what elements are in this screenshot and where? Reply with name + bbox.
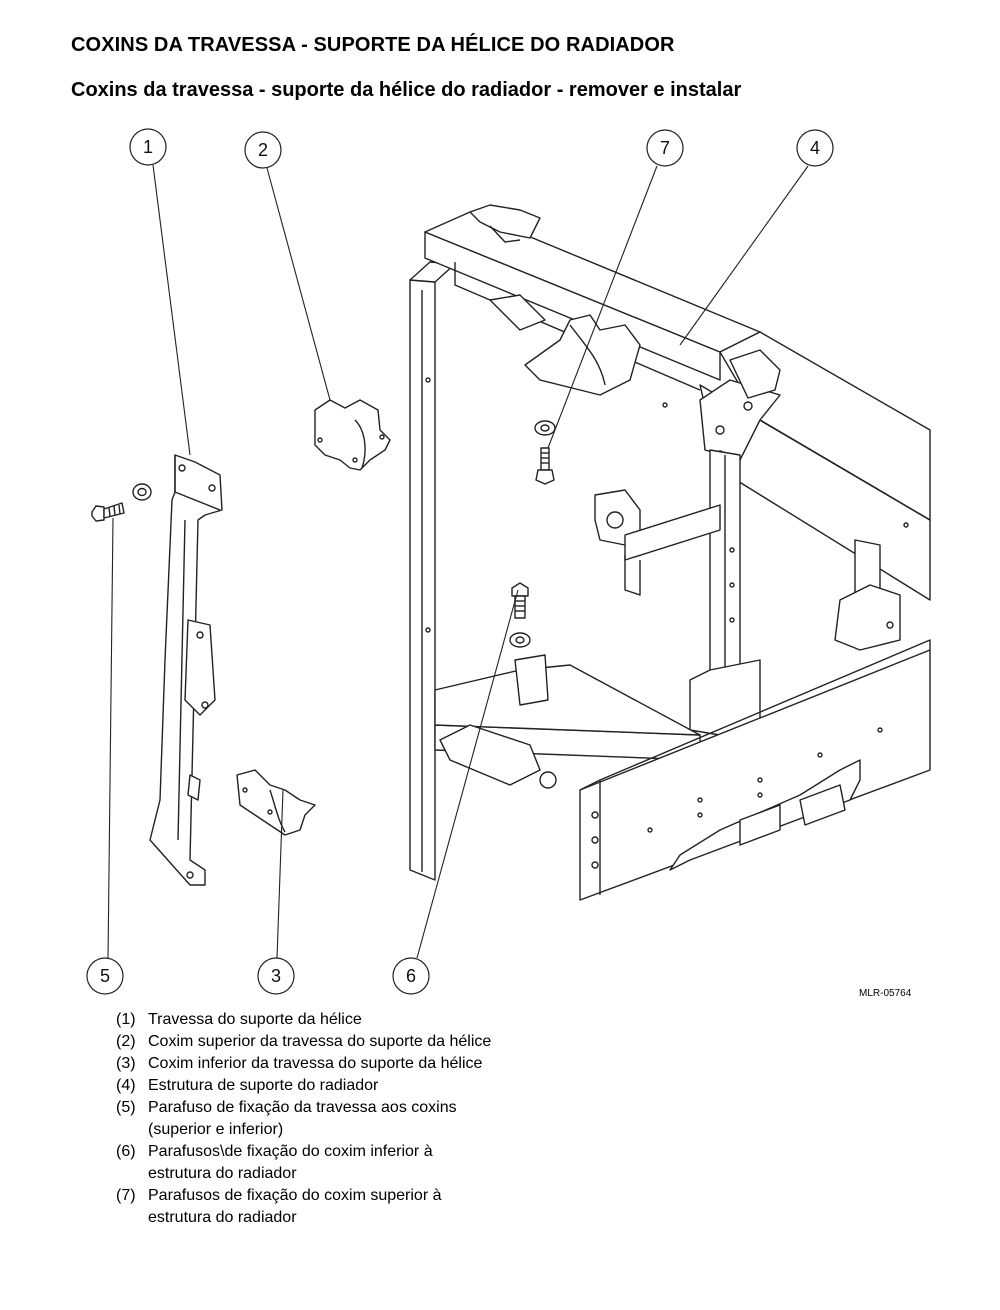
lower-cushion-bolt	[509, 582, 531, 648]
legend-item: (2) Coxim superior da travessa do suport…	[116, 1031, 496, 1053]
lower-cushion	[236, 769, 316, 836]
svg-text:5: 5	[100, 966, 110, 986]
svg-text:7: 7	[660, 138, 670, 158]
legend-number: (2)	[116, 1033, 136, 1050]
legend-text: Coxim inferior da travessa do suporte da…	[148, 1055, 483, 1072]
legend-item: (6) Parafusos\de fixação do coxim inferi…	[116, 1141, 496, 1185]
legend-text: Parafuso de fixação da travessa aos coxi…	[148, 1099, 457, 1138]
svg-text:1: 1	[143, 137, 153, 157]
callout-7: 7	[646, 129, 684, 167]
upper-cushion	[314, 399, 391, 471]
fixing-bolt	[91, 483, 152, 522]
legend-item: (3) Coxim inferior da travessa do suport…	[116, 1053, 496, 1075]
svg-text:4: 4	[810, 138, 820, 158]
legend-number: (6)	[116, 1143, 136, 1160]
legend-number: (1)	[116, 1011, 136, 1028]
legend-number: (5)	[116, 1099, 136, 1116]
legend-item: (5) Parafuso de fixação da travessa aos …	[116, 1097, 496, 1141]
legend-number: (3)	[116, 1055, 136, 1072]
exploded-diagram: 1 2 3 4 5 6 7	[0, 115, 1000, 1010]
callout-2: 2	[244, 131, 282, 169]
legend-item: (4) Estrutura de suporte do radiador	[116, 1075, 496, 1097]
upper-cushion-bolt	[534, 420, 556, 485]
callout-6: 6	[392, 957, 430, 995]
page-title: COXINS DA TRAVESSA - SUPORTE DA HÉLICE D…	[71, 34, 675, 56]
legend-text: Parafusos de fixação do coxim superior à…	[148, 1187, 442, 1226]
svg-text:2: 2	[258, 140, 268, 160]
legend-number: (7)	[116, 1187, 136, 1204]
parts-legend: (1) Travessa do suporte da hélice (2) Co…	[116, 1009, 496, 1229]
svg-text:6: 6	[406, 966, 416, 986]
legend-item: (7) Parafusos de fixação do coxim superi…	[116, 1185, 496, 1229]
legend-item: (1) Travessa do suporte da hélice	[116, 1009, 496, 1031]
figure-code: MLR-05764	[859, 988, 912, 999]
legend-text: Parafusos\de fixação do coxim inferior à…	[148, 1143, 433, 1182]
legend-text: Estrutura de suporte do radiador	[148, 1077, 379, 1094]
leader-lines	[107, 164, 809, 961]
legend-text: Travessa do suporte da hélice	[148, 1011, 362, 1028]
page-subtitle: Coxins da travessa - suporte da hélice d…	[71, 79, 742, 101]
callout-3: 3	[257, 957, 295, 995]
fan-support-crossmember	[149, 454, 223, 886]
callout-4: 4	[796, 129, 834, 167]
callout-5: 5	[86, 957, 124, 995]
callout-1: 1	[129, 128, 167, 166]
svg-text:3: 3	[271, 966, 281, 986]
legend-number: (4)	[116, 1077, 136, 1094]
legend-text: Coxim superior da travessa do suporte da…	[148, 1033, 492, 1050]
radiator-support-structure	[409, 204, 931, 901]
